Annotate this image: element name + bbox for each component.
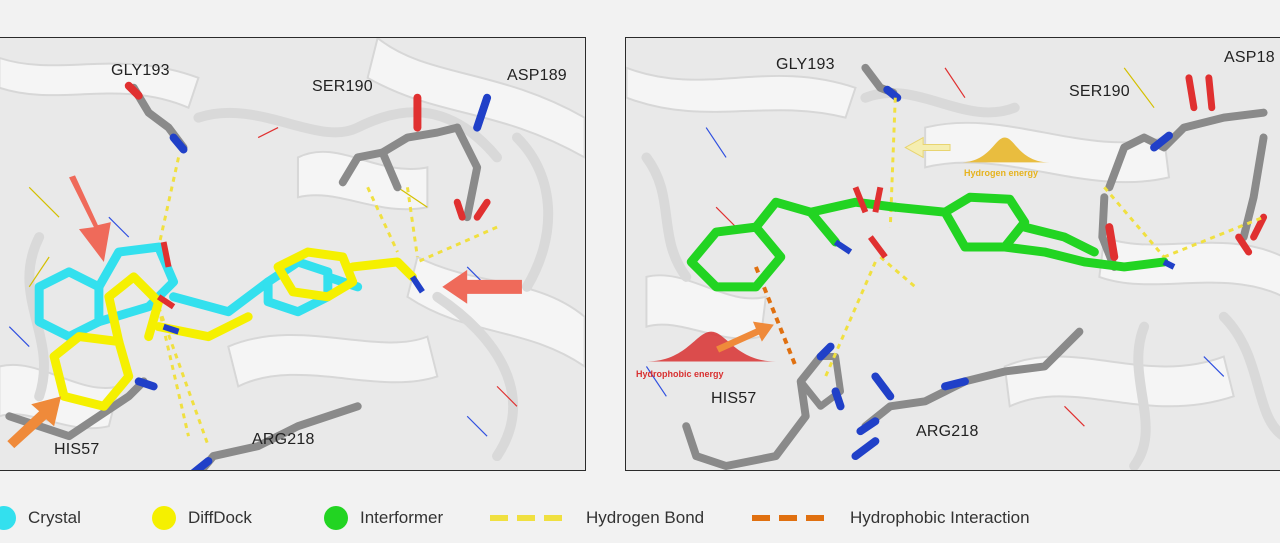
annotation-arrows <box>7 175 522 449</box>
label-asp189: ASP189 <box>507 67 567 84</box>
hydrophobic-swatch <box>752 515 824 521</box>
right-docking-panel: GLY193 SER190 ASP18 HIS57 ARG218 Hydroge… <box>625 37 1280 471</box>
legend-label-diffdock: DiffDock <box>188 508 252 527</box>
left-molecular-render <box>0 38 585 470</box>
label-his57: HIS57 <box>54 441 100 458</box>
legend-label-crystal: Crystal <box>28 508 81 527</box>
hydrogen-energy-label: Hydrogen energy <box>964 168 1039 178</box>
side-chain-lines <box>645 67 1225 427</box>
legend: Crystal DiffDock Interformer Hydrogen Bo… <box>0 498 1280 538</box>
hydrophobic-energy-label: Hydrophobic energy <box>636 369 724 379</box>
ligand-nitrogens <box>833 239 1176 270</box>
left-docking-panel: GLY193 SER190 ASP189 HIS57 ARG218 <box>0 37 586 471</box>
legend-item-crystal: Crystal <box>0 498 81 538</box>
crystal-swatch <box>0 506 16 530</box>
hydrophobic-energy-glyph <box>646 331 776 362</box>
diffdock-swatch <box>152 506 176 530</box>
hydrophobic-interactions <box>754 266 798 368</box>
ligand-oxygens <box>156 241 176 310</box>
legend-item-hydrophobic: Hydrophobic Interaction <box>752 498 1030 538</box>
red-arrow-left <box>442 269 522 304</box>
ligand-oxygens <box>852 186 888 259</box>
orange-arrow <box>716 321 774 353</box>
interformer-ligand <box>686 192 1169 292</box>
hydrogen-bonds <box>824 97 1265 378</box>
protein-loops <box>641 88 1280 470</box>
protein-cartoon <box>0 38 585 430</box>
interformer-swatch <box>324 506 348 530</box>
annotation-arrows <box>716 136 951 353</box>
label-ser190: SER190 <box>312 78 373 95</box>
hydrogen-energy-glyph <box>959 137 1050 163</box>
label-arg218: ARG218 <box>916 423 979 440</box>
legend-label-hydrogen-bond: Hydrogen Bond <box>586 508 705 527</box>
residue-sticks <box>682 63 1268 470</box>
label-his57: HIS57 <box>711 390 757 407</box>
legend-item-hydrogen-bond: Hydrogen Bond <box>490 498 704 538</box>
hydrogen-bond-swatch <box>490 515 562 521</box>
label-asp189: ASP18 <box>1224 49 1275 66</box>
right-molecular-render <box>626 63 1280 470</box>
ligand-nitrogens <box>162 275 425 335</box>
red-arrow-down <box>69 175 111 262</box>
residue-sticks <box>5 81 492 470</box>
yellow-arrow <box>904 136 951 159</box>
legend-label-hydrophobic: Hydrophobic Interaction <box>850 508 1030 527</box>
label-gly193: GLY193 <box>111 62 170 79</box>
label-arg218: ARG218 <box>252 431 315 448</box>
label-gly193: GLY193 <box>776 56 835 73</box>
orange-arrow <box>7 396 62 449</box>
legend-item-interformer: Interformer <box>324 498 443 538</box>
legend-item-diffdock: DiffDock <box>152 498 252 538</box>
legend-label-interformer: Interformer <box>360 508 444 527</box>
label-ser190: SER190 <box>1069 83 1130 100</box>
protein-cartoon <box>626 66 1280 408</box>
